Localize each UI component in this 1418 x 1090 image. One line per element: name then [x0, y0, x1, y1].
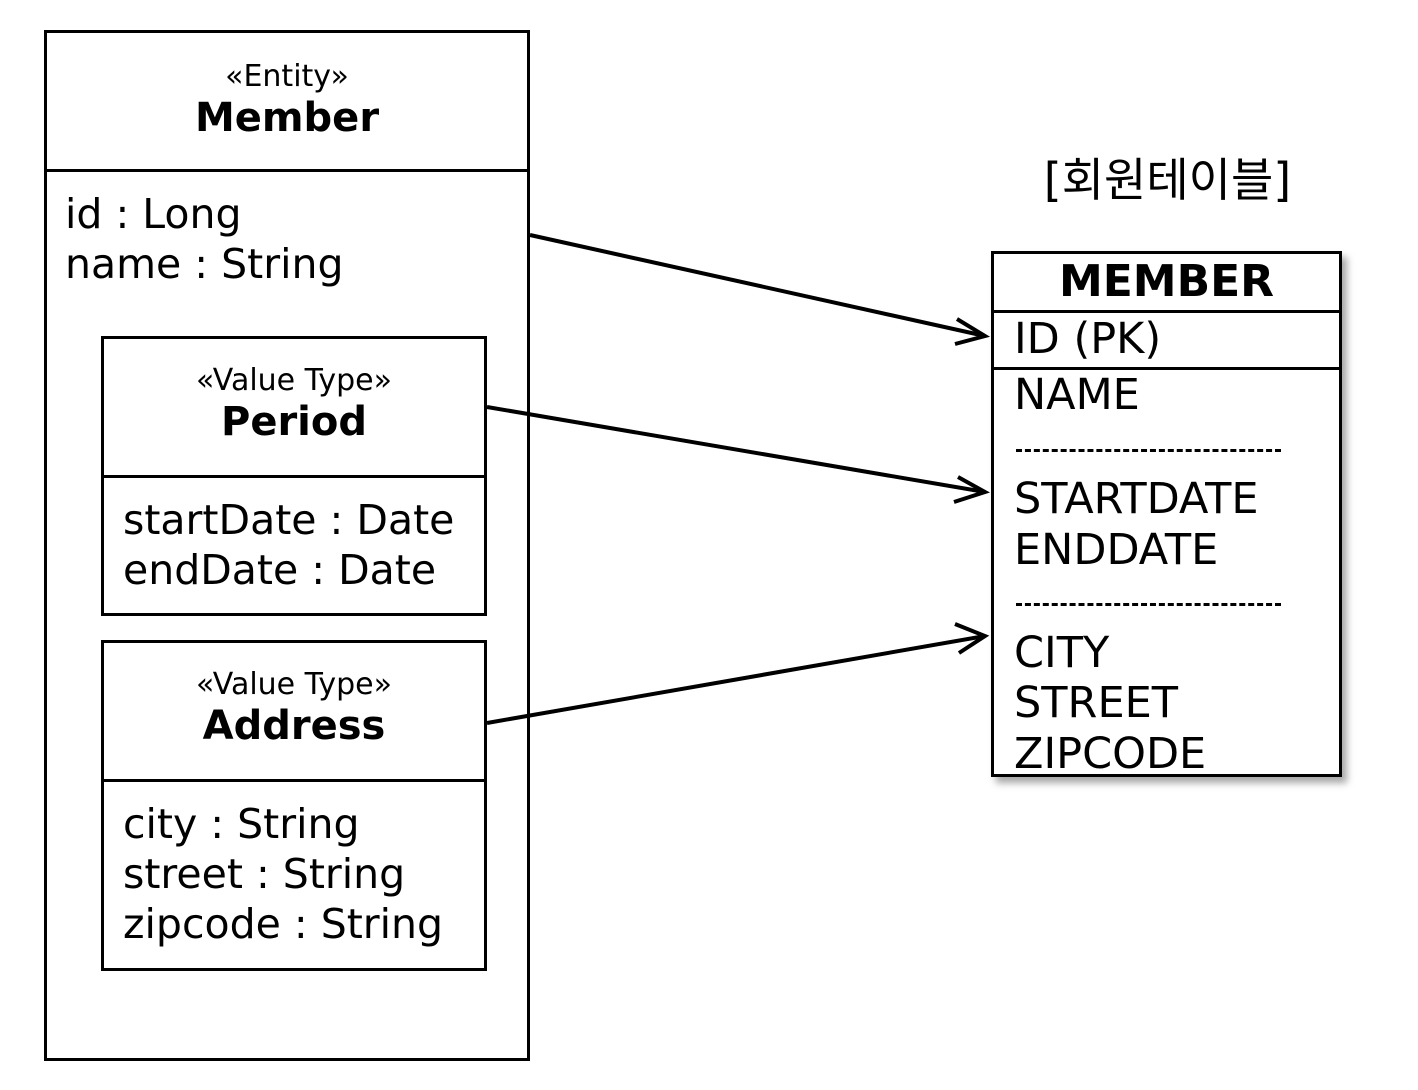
table-dashed-separator — [1016, 603, 1281, 606]
period-stereotype: «Value Type» — [196, 363, 392, 398]
period-attributes: startDate : Date endDate : Date — [123, 495, 454, 595]
period-value-type-box: «Value Type» Period startDate : Date end… — [101, 336, 487, 616]
entity-header-divider — [47, 169, 527, 172]
table-column-street: STREET — [1014, 678, 1179, 728]
address-attribute-zipcode: zipcode : String — [123, 900, 444, 948]
period-header: «Value Type» Period — [104, 363, 484, 445]
period-attribute-startdate: startDate : Date — [123, 496, 455, 544]
entity-name: Member — [194, 95, 380, 141]
table-column-name: NAME — [1014, 370, 1140, 420]
period-arrowhead — [953, 475, 990, 504]
table-pk-divider — [994, 367, 1339, 370]
address-attribute-street: street : String — [123, 850, 406, 898]
member-arrowhead — [954, 317, 991, 346]
address-value-type-box: «Value Type» Address city : String stree… — [101, 640, 487, 971]
member-to-table-arrow — [529, 233, 986, 338]
table-column-startdate: STARTDATE — [1014, 474, 1259, 524]
entity-attribute-name: name : String — [65, 240, 344, 288]
table-caption: [회원테이블] — [1043, 153, 1292, 207]
address-to-table-arrow — [486, 634, 986, 725]
address-stereotype: «Value Type» — [196, 667, 392, 702]
table-column-zipcode: ZIPCODE — [1014, 729, 1207, 779]
entity-attribute-id: id : Long — [65, 190, 242, 238]
period-header-divider — [104, 475, 484, 478]
address-header: «Value Type» Address — [104, 667, 484, 749]
period-name: Period — [221, 399, 367, 445]
period-attribute-enddate: endDate : Date — [123, 546, 437, 594]
table-dashed-separator — [1016, 449, 1281, 452]
table-column-id-pk: ID (PK) — [1014, 314, 1162, 364]
table-title-divider — [994, 310, 1339, 313]
period-to-table-arrow — [486, 405, 986, 494]
address-attributes: city : String street : String zipcode : … — [123, 799, 443, 949]
member-table-box: MEMBER ID (PK) NAME STARTDATE ENDDATE CI… — [991, 251, 1342, 779]
table-name: MEMBER — [1058, 256, 1275, 307]
entity-stereotype: «Entity» — [225, 59, 349, 94]
member-entity-header: «Entity» Member — [47, 59, 527, 141]
table-column-city: CITY — [1014, 628, 1110, 678]
address-header-divider — [104, 779, 484, 782]
address-attribute-city: city : String — [123, 800, 360, 848]
address-arrowhead — [954, 622, 990, 655]
table-column-enddate: ENDDATE — [1014, 525, 1219, 575]
address-name: Address — [202, 703, 386, 749]
entity-attributes: id : Long name : String — [65, 189, 344, 289]
